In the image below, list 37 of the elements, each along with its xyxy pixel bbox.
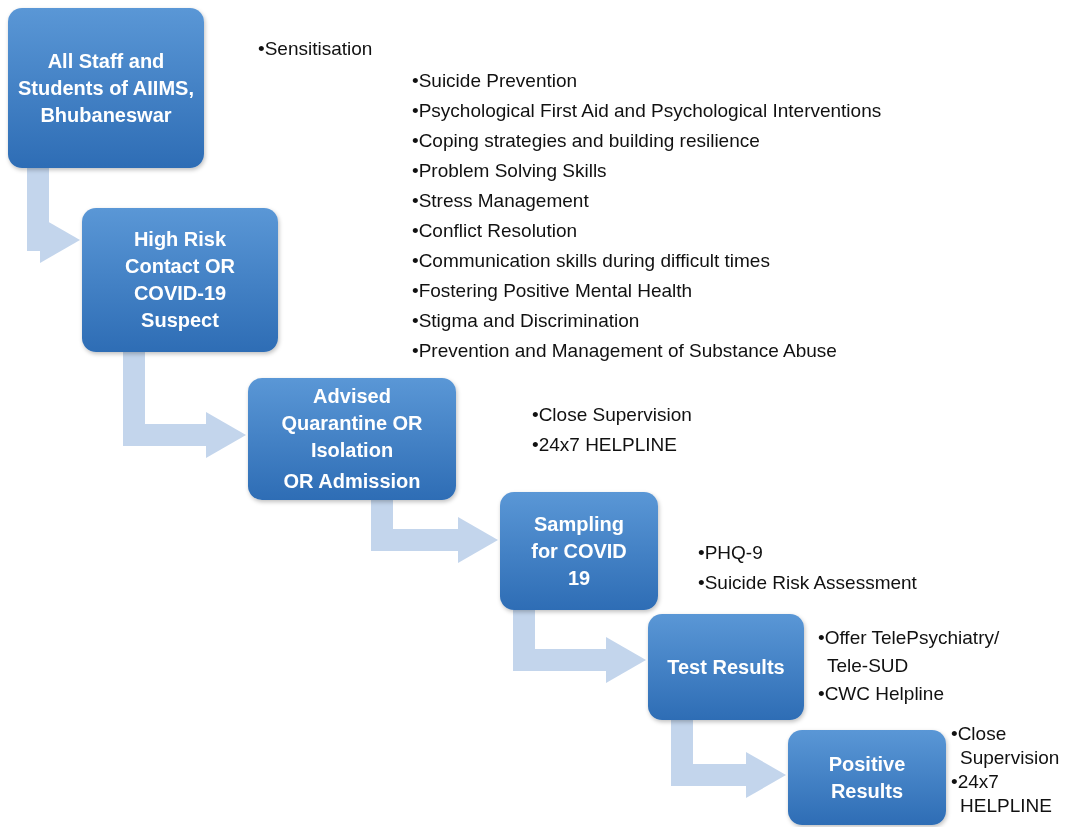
bullet-item: •24x7 HELPLINE (951, 770, 1053, 818)
box-label: Positive Results (827, 751, 907, 804)
process-box (788, 730, 946, 825)
bullet-item: •Conflict Resolution (412, 219, 579, 243)
bullet-item: •Suicide Risk Assessment (698, 571, 918, 595)
bullet-item: •Stigma and Discrimination (412, 309, 641, 333)
process-box (500, 492, 658, 610)
bullet-item: •Offer TelePsychiatry/ Tele-SUD (818, 626, 1001, 678)
bullet-item: •24x7 HELPLINE (532, 433, 678, 457)
bent-arrow (123, 352, 246, 458)
bent-arrow (671, 720, 786, 798)
box-label: High Risk Contact OR COVID-19 Suspect (124, 227, 236, 333)
box-label: Advised Quarantine OR Isolation (280, 384, 424, 463)
bullet-item: •CWC Helpline (818, 682, 945, 706)
process-box (648, 614, 804, 720)
bullet-item: •Fostering Positive Mental Health (412, 279, 694, 303)
process-box (82, 208, 278, 352)
bullet-item: •Psychological First Aid and Psychological Interventions (412, 99, 883, 123)
box-label: OR Admission (283, 469, 421, 494)
bullet-item: •Stress Management (412, 189, 590, 213)
box-label: All Staff and Students of AIIMS, Bhubaneswar (18, 48, 194, 128)
bullet-item: •Communication skills during difficult times (412, 249, 771, 273)
box-label: Sampling for COVID 19 (530, 511, 628, 591)
bullet-item: •Problem Solving Skills (412, 159, 608, 183)
box-label: Test Results (667, 654, 785, 680)
bullet-item: •Suicide Prevention (412, 69, 579, 93)
bent-arrow (513, 610, 646, 683)
bullet-item: •Close Supervision (951, 722, 1061, 770)
bullet-item: •Coping strategies and building resilience (412, 129, 761, 153)
bullet-item: •Prevention and Management of Substance Abuse (412, 339, 838, 363)
process-box (8, 8, 204, 168)
bullet-item: •Close Supervision (532, 403, 693, 427)
bullet-item: •Sensitisation (258, 37, 374, 61)
bent-arrow (371, 500, 498, 563)
process-box (248, 378, 456, 500)
bent-arrow (27, 168, 80, 263)
bullet-item: •PHQ-9 (698, 541, 764, 565)
